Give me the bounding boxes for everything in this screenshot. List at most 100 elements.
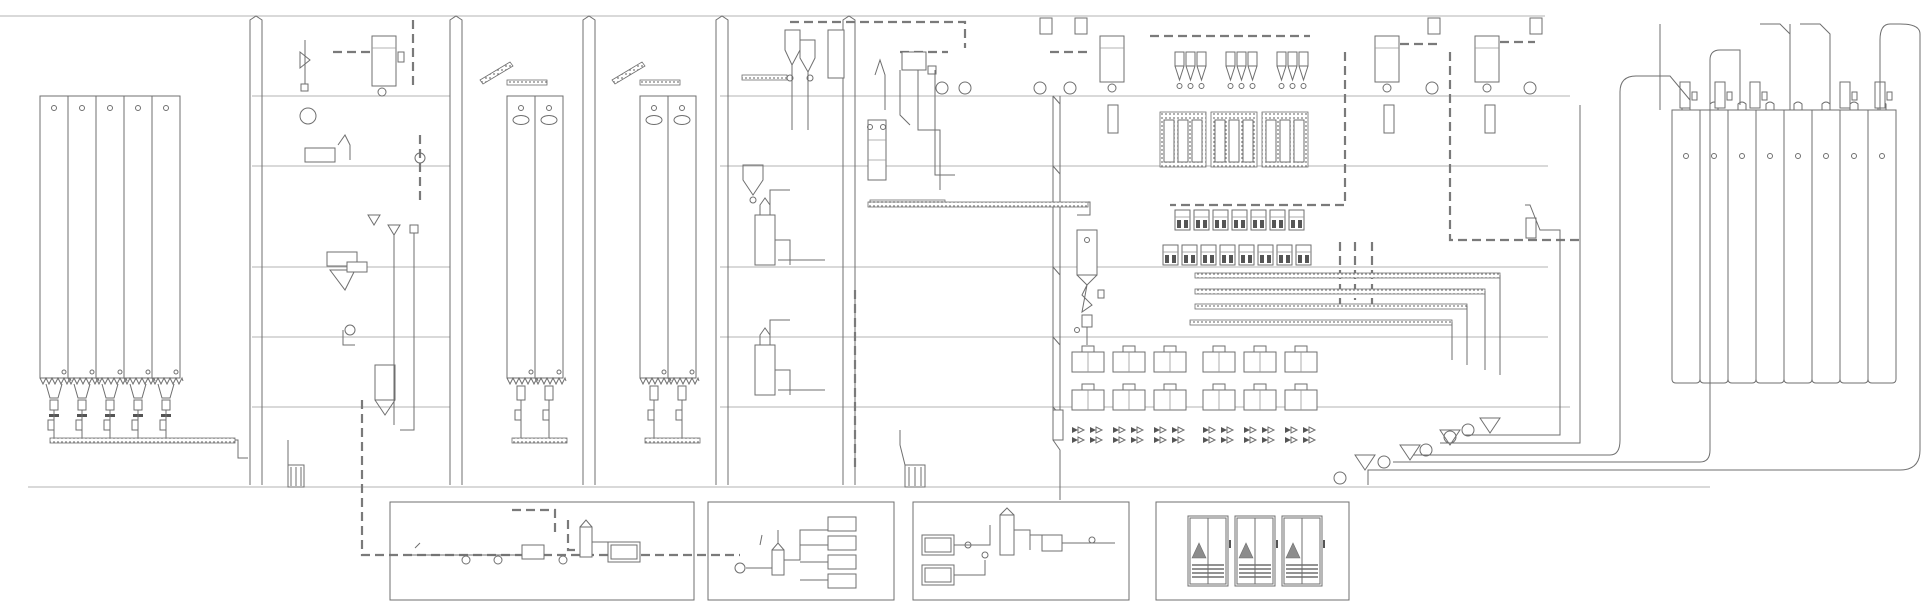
mill-unit xyxy=(1276,51,1287,89)
small-bin xyxy=(1295,244,1312,266)
rotary-valve xyxy=(77,399,87,411)
manhole-icon xyxy=(512,115,530,125)
small-bin xyxy=(1276,244,1293,266)
grinder-stand-left xyxy=(287,440,305,488)
mill-units-top xyxy=(1174,51,1309,89)
column-dividers xyxy=(1052,95,1064,500)
gate-valve xyxy=(131,419,139,431)
control-cabinet xyxy=(1187,515,1231,587)
warning-icon xyxy=(1191,542,1207,559)
mill-unit xyxy=(1185,51,1196,89)
silo-top-filter xyxy=(1839,81,1851,109)
silo-right xyxy=(1839,101,1869,384)
mill-motor-icon xyxy=(1289,83,1296,89)
mill-unit xyxy=(1287,51,1298,89)
silo-middle xyxy=(667,95,700,438)
sifter-modules xyxy=(1159,111,1309,168)
inset-panel-2 xyxy=(707,501,895,601)
silo-sensor-icon xyxy=(651,105,657,111)
manhole-icon xyxy=(645,115,663,125)
valve xyxy=(1154,436,1186,444)
screw-conveyor-top-1 xyxy=(506,79,548,86)
silo-right xyxy=(1671,101,1701,384)
silo-right xyxy=(1727,101,1757,384)
silo-inlet xyxy=(1821,101,1831,110)
bucket-elevators xyxy=(249,15,856,485)
level-sensor-icon xyxy=(117,369,123,375)
silo-left xyxy=(151,95,184,438)
small-bin xyxy=(1238,244,1255,266)
silo-outlet xyxy=(534,376,567,386)
rotary-valve xyxy=(105,399,115,411)
conveyor-discharge-line xyxy=(235,439,248,459)
silo-battery-right xyxy=(1671,81,1897,384)
silo-sensor-icon xyxy=(163,105,169,111)
packer-box xyxy=(1071,345,1105,373)
rotary-valve xyxy=(49,399,59,411)
control-cabinet xyxy=(1281,515,1325,587)
silo-sensor-icon xyxy=(1711,153,1717,159)
mill-motor-icon xyxy=(1249,83,1256,89)
rotary-valve xyxy=(161,399,171,411)
valve xyxy=(1154,426,1186,434)
silo-sensor-icon xyxy=(1739,153,1745,159)
packer-box xyxy=(1284,345,1318,373)
mill-motor-icon xyxy=(1300,83,1307,89)
packer-box xyxy=(1243,345,1277,373)
gate-valve xyxy=(75,419,83,431)
screw-conveyor-mid-1 xyxy=(511,437,568,444)
inclined-conveyor-2 xyxy=(611,61,646,85)
long-screw-conveyors xyxy=(1189,272,1501,375)
valve xyxy=(1203,436,1235,444)
silo-left xyxy=(39,95,72,438)
level-lines xyxy=(0,15,1710,488)
small-bin xyxy=(1269,209,1286,231)
motor-icons xyxy=(1333,417,1501,485)
level-sensor-icon xyxy=(61,369,67,375)
valve xyxy=(1072,436,1104,444)
cyclone-group xyxy=(741,29,845,204)
valve xyxy=(1285,426,1317,434)
silo-outlet xyxy=(506,376,539,386)
inset-panel-4 xyxy=(1155,501,1350,601)
cabinet-handle xyxy=(1229,540,1231,548)
packer-box xyxy=(1284,383,1318,411)
mill-unit xyxy=(1174,51,1185,89)
screw-conveyor-mid-2 xyxy=(644,437,701,444)
gate-valve xyxy=(675,409,683,421)
valve xyxy=(1203,426,1235,434)
silo-left xyxy=(123,95,156,438)
gate-valve xyxy=(103,419,111,431)
level-sensor-icon xyxy=(556,369,562,375)
cleaning-section-equipment xyxy=(299,35,426,431)
packer-box xyxy=(1071,383,1105,411)
silo-inlet xyxy=(1765,101,1775,110)
cabinet-handle xyxy=(1323,540,1325,548)
silo-outlet xyxy=(667,376,700,386)
gate-valve xyxy=(514,409,522,421)
small-bin xyxy=(1174,209,1191,231)
silo-sensor-icon xyxy=(1683,153,1689,159)
silo-sensor-icon xyxy=(79,105,85,111)
mill-unit xyxy=(1298,51,1309,89)
silo-sensor-icon xyxy=(679,105,685,111)
inset-panel-1 xyxy=(389,501,695,601)
warning-icon xyxy=(1285,542,1301,559)
level-sensor-icon xyxy=(145,369,151,375)
packer-box xyxy=(1112,383,1146,411)
small-bin xyxy=(1231,209,1248,231)
manhole-icon xyxy=(540,115,558,125)
central-equipment-column xyxy=(867,51,972,206)
silo-sensor-icon xyxy=(518,105,524,111)
level-sensor-icon xyxy=(661,369,667,375)
silo-middle xyxy=(534,95,567,438)
silo-outlet xyxy=(95,376,128,386)
silo-sensor-icon xyxy=(546,105,552,111)
gate-valve xyxy=(47,419,55,431)
silo-top-filter xyxy=(1714,81,1726,109)
small-bin xyxy=(1219,244,1236,266)
silo-middle xyxy=(639,95,672,438)
small-bin-rows xyxy=(1162,209,1312,266)
cabinet-handle xyxy=(1276,540,1278,548)
silo-top-filter xyxy=(1749,81,1761,109)
